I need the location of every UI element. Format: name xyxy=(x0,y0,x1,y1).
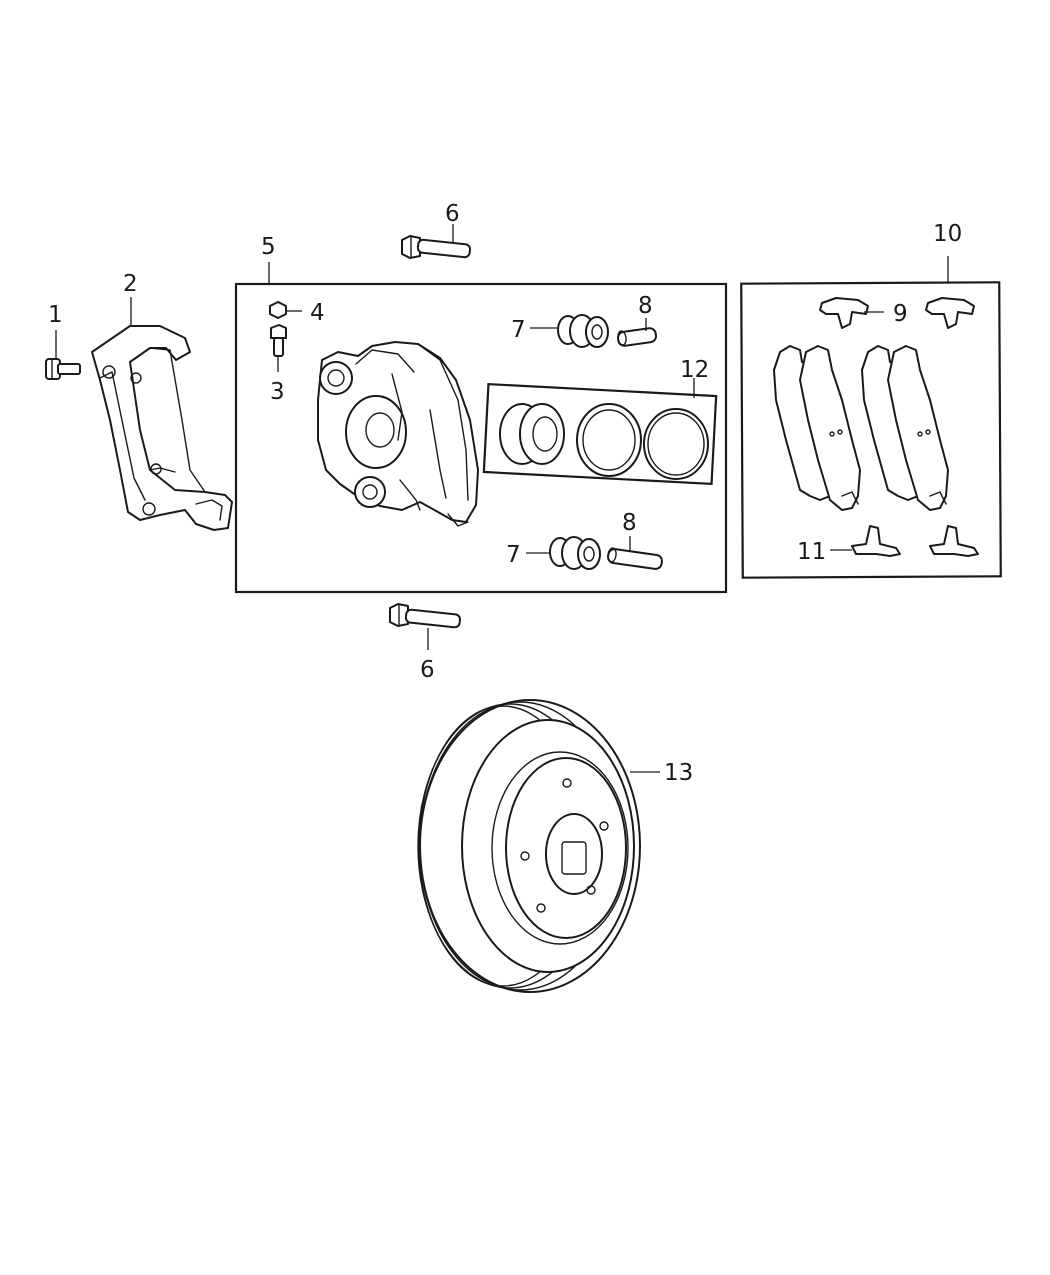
guide-pin-icon xyxy=(607,547,663,570)
group-box-10-brake-pad-kit xyxy=(740,281,1002,579)
part-11-lower-clips[interactable] xyxy=(851,525,979,557)
part-7-top-guide-boot[interactable] xyxy=(557,314,609,348)
part-1-bolt[interactable] xyxy=(45,358,81,380)
bolt-icon xyxy=(401,235,471,259)
part-7-bottom-guide-boot[interactable] xyxy=(549,536,601,570)
part-8-top-guide-pin[interactable] xyxy=(616,327,658,347)
piston-seal-kit-icon xyxy=(499,403,709,480)
part-6-top-bolt[interactable] xyxy=(401,235,471,259)
callout-13: 13 xyxy=(664,760,693,786)
part-6-bottom-bolt[interactable] xyxy=(389,603,461,629)
boot-icon xyxy=(557,314,609,348)
callout-9: 9 xyxy=(893,301,908,327)
brake-rotor-icon xyxy=(417,699,641,993)
callout-5: 5 xyxy=(261,234,276,260)
group-box-5-caliper-assembly xyxy=(234,282,728,594)
callout-4: 4 xyxy=(310,300,325,326)
caliper-bracket-icon xyxy=(91,325,233,531)
callout-10: 10 xyxy=(933,221,962,247)
callout-7-bottom: 7 xyxy=(506,542,521,568)
bolt-icon xyxy=(389,603,461,629)
bolt-icon xyxy=(45,358,81,380)
callout-8-bottom: 8 xyxy=(622,510,637,536)
group-box-12-piston-seal-kit xyxy=(482,382,718,486)
part-9-upper-clips[interactable] xyxy=(819,297,975,329)
bleeder-screw-icon xyxy=(270,324,287,357)
caliper-housing-icon xyxy=(317,341,479,527)
part-8-bottom-guide-pin[interactable] xyxy=(607,547,663,570)
clip-icon xyxy=(851,525,979,557)
callout-12: 12 xyxy=(680,357,709,383)
caliper-housing[interactable] xyxy=(317,341,479,527)
guide-pin-icon xyxy=(616,327,658,347)
callout-2: 2 xyxy=(123,271,138,297)
callout-1: 1 xyxy=(48,302,63,328)
clip-icon xyxy=(819,297,975,329)
callout-3: 3 xyxy=(270,379,285,405)
part-13-brake-rotor[interactable] xyxy=(417,699,641,993)
brake-pads[interactable] xyxy=(773,345,949,511)
part-2-caliper-bracket[interactable] xyxy=(91,325,233,531)
brake-pad-icon xyxy=(773,345,949,511)
callout-11: 11 xyxy=(797,539,826,565)
part-3-bleeder-screw[interactable] xyxy=(270,324,287,357)
callout-6-top: 6 xyxy=(445,201,460,227)
cap-icon xyxy=(269,301,287,319)
callout-7-top: 7 xyxy=(511,317,526,343)
part-4-bleeder-cap[interactable] xyxy=(269,301,287,319)
callout-8-top: 8 xyxy=(638,293,653,319)
boot-icon xyxy=(549,536,601,570)
callout-6-bottom: 6 xyxy=(420,657,435,683)
part-12-piston-seal-kit[interactable] xyxy=(499,403,709,480)
